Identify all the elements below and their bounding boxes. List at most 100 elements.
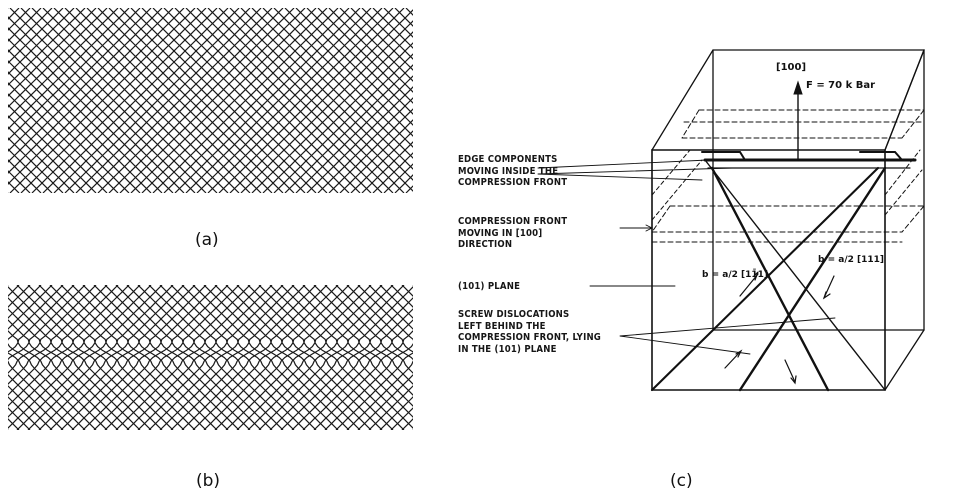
lattice-line: [8, 374, 64, 430]
lattice-line: [8, 330, 108, 430]
lattice-line: [38, 285, 185, 430]
lattice-line: [148, 285, 295, 430]
lattice-line: [291, 308, 413, 430]
lattice-line: [269, 286, 413, 430]
lattice-line: [339, 8, 413, 82]
lattice-line: [8, 38, 163, 193]
lattice-line: [324, 285, 413, 374]
lattice-line: [9, 8, 196, 193]
lattice-line: [324, 343, 413, 430]
lattice-line: [192, 285, 339, 430]
callout-compression-front: COMPRESSION FRONT MOVING IN [100] DIRECT…: [458, 216, 568, 250]
lattice-line: [335, 285, 413, 361]
lattice-line: [258, 285, 405, 430]
lattice-line: [115, 285, 262, 430]
lattice-line: [269, 285, 413, 429]
lattice-line: [27, 285, 174, 430]
lattice-line: [203, 285, 350, 430]
lattice-line: [8, 8, 141, 141]
lattice-line: [8, 8, 97, 97]
lattice-line: [75, 8, 262, 193]
lattice-line: [284, 8, 413, 137]
lattice-line: [60, 285, 207, 430]
screw-dislocation-4: [704, 159, 886, 391]
lattice-line: [236, 285, 383, 430]
lattice-line: [8, 285, 75, 353]
lattice-line: [368, 385, 413, 430]
lattice-line: [262, 42, 413, 193]
lattice-line: [174, 8, 361, 193]
lattice-line: [218, 8, 405, 193]
lattice-line: [368, 285, 413, 330]
lattice-line: [372, 8, 413, 49]
lattice-line: [306, 86, 413, 193]
lattice-line: [8, 297, 141, 430]
lattice-line: [361, 8, 413, 60]
lattice-line: [280, 297, 413, 430]
lattice-line: [170, 285, 317, 430]
lattice-line: [346, 360, 413, 430]
lattice-line: [181, 285, 328, 430]
lattice-line: [247, 285, 394, 430]
lattice-line: [126, 285, 273, 430]
lattice-line: [8, 8, 64, 64]
lattice-line: [346, 285, 413, 353]
lattice-line: [8, 8, 108, 108]
lattice-line: [357, 285, 413, 341]
lattice-line: [8, 285, 86, 361]
lattice-line: [49, 285, 196, 430]
lattice-line: [295, 75, 413, 193]
plane-101: [651, 49, 925, 391]
lattice-line: [203, 285, 350, 430]
lattice-line: [8, 343, 97, 430]
lattice-line: [60, 285, 207, 430]
lattice-line: [258, 285, 405, 430]
lattice-line: [181, 285, 328, 430]
lattice-line: [8, 8, 75, 75]
lattice-line: [214, 285, 361, 430]
lattice-line: [8, 285, 53, 330]
lattice-line: [38, 285, 185, 430]
lattice-line: [284, 64, 413, 193]
caption-a: (a): [195, 230, 219, 250]
cube-back-edges: [712, 49, 925, 331]
lattice-line: [104, 285, 251, 430]
lattice-line: [328, 8, 413, 93]
compression-front-top: [681, 109, 925, 139]
lattice-panel-a: [8, 8, 413, 193]
cube-depth-edges: [651, 49, 925, 391]
lattice-line: [137, 285, 284, 430]
screw-dislocation-1: [710, 166, 830, 392]
lattice-line: [53, 8, 240, 193]
lattice-line: [192, 285, 339, 430]
lattice-line: [8, 352, 86, 430]
caption-c: (c): [670, 471, 693, 491]
lattice-line: [8, 8, 174, 174]
lattice-line: [8, 60, 141, 193]
lattice-line: [31, 8, 218, 193]
lattice-line: [372, 152, 413, 193]
lattice-line: [247, 285, 394, 430]
callout-plane: (101) PLANE: [458, 281, 521, 292]
lattice-line: [335, 352, 413, 430]
lattice-line: [240, 20, 413, 193]
lattice-line: [8, 115, 86, 193]
lattice-line: [8, 8, 53, 53]
lattice-line: [8, 285, 119, 396]
lattice-line: [71, 285, 218, 430]
lattice-line: [8, 8, 42, 42]
lattice-line: [93, 285, 240, 430]
lattice-line: [159, 285, 306, 430]
lattice-line: [8, 8, 185, 185]
leader-edge-components: [537, 159, 733, 181]
lattice-line: [8, 126, 75, 193]
caption-b: (b): [196, 471, 221, 491]
lattice-line: [291, 285, 413, 407]
crystal-cube-diagram: [100] F = 70 k Bar b = a/2 [11̄1] b = a/…: [537, 49, 925, 392]
lattice-line: [108, 8, 295, 193]
lattice-line: [152, 8, 339, 193]
lattice-line: [317, 97, 413, 193]
lattice-line: [8, 8, 130, 130]
lattice-line: [130, 8, 317, 193]
lattice-line: [8, 8, 163, 163]
